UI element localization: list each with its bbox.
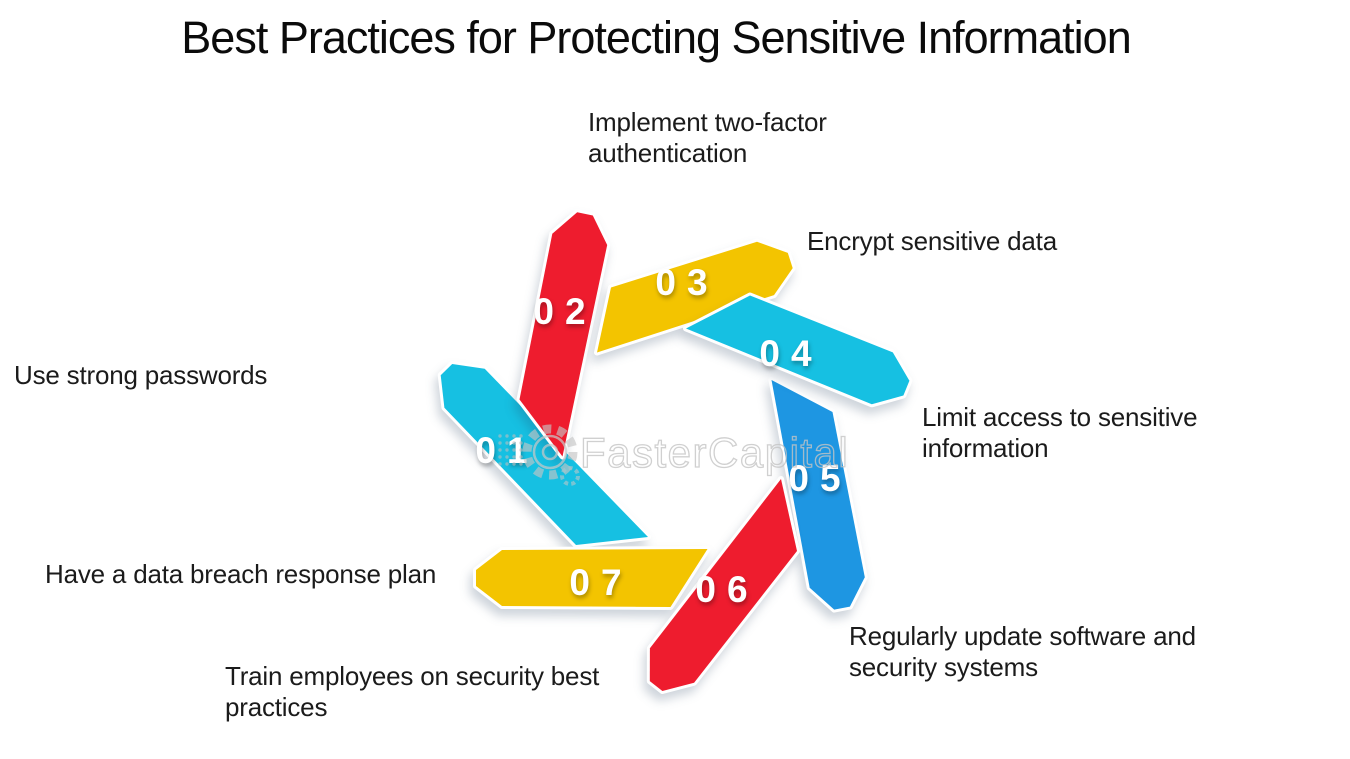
- page-title: Best Practices for Protecting Sensitive …: [181, 12, 1131, 63]
- arrow-number-01: 01: [475, 430, 538, 471]
- label-regularly-update: Regularly update software and security s…: [849, 621, 1196, 682]
- label-two-factor-authentication: Implement two-factor authentication: [588, 107, 827, 168]
- arrow-04-shape: [683, 292, 913, 408]
- arrow-06-shape: [646, 476, 800, 694]
- arrow-number-04: 04: [759, 333, 822, 374]
- arrow-number-05: 05: [788, 458, 851, 499]
- label-limit-access: Limit access to sensitive information: [922, 402, 1198, 463]
- arrow-03-shape: [594, 238, 796, 356]
- label-train-employees: Train employees on security best practic…: [225, 661, 600, 722]
- arrow-number-02: 02: [533, 291, 596, 332]
- arrow-02-shape: [516, 209, 611, 460]
- label-breach-response-plan: Have a data breach response plan: [45, 559, 437, 589]
- label-encrypt-sensitive-data: Encrypt sensitive data: [807, 226, 1057, 256]
- arrow-number-07: 07: [569, 562, 632, 603]
- arrow-number-03: 03: [655, 262, 718, 303]
- label-use-strong-passwords: Use strong passwords: [14, 360, 268, 390]
- arrow-number-06: 06: [695, 569, 758, 610]
- arrow-07-shape: [473, 546, 711, 610]
- arrow-05-shape: [768, 377, 868, 613]
